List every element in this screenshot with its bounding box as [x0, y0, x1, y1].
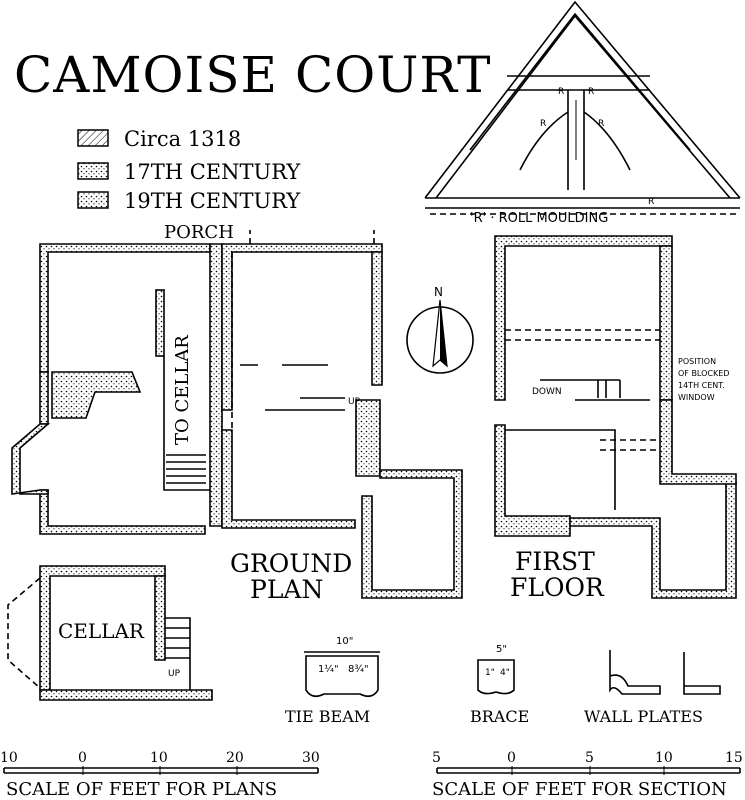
to-cellar-label: TO CELLAR — [172, 335, 193, 445]
ground-plan-title-1: GROUND — [230, 549, 352, 578]
north-label: N — [434, 285, 443, 299]
tie-beam-part-2: 8¾" — [348, 664, 369, 675]
first-floor-title-1: FIRST — [515, 547, 595, 576]
roof-mark-r4: R — [598, 119, 604, 129]
scale-bar-section: 5 0 5 10 15 SCALE OF FEET FOR SECTION — [432, 750, 743, 800]
scale-bar-plans: 10 0 10 20 30 SCALE OF FEET FOR PLANS — [0, 750, 320, 800]
brace-label: BRACE — [470, 707, 529, 726]
window-note-line-4: WINDOW — [678, 393, 715, 402]
legend-swatch-circa — [77, 129, 109, 147]
roof-mark-r2: R — [588, 87, 594, 97]
tie-beam-part-1: 1¼" — [318, 663, 339, 675]
plans-scale-tick-3: 10 — [150, 750, 168, 766]
window-note: POSITION OF BLOCKED 14TH CENT. WINDOW — [678, 357, 729, 402]
first-floor-title-2: FLOOR — [510, 573, 605, 602]
window-note-line-2: OF BLOCKED — [678, 369, 729, 378]
roof-mark-r1: R — [558, 87, 564, 97]
section-scale-tick-1: 5 — [432, 750, 441, 766]
roof-truss-section: R R R R R 'R' · ROLL MOULDING — [424, 0, 741, 226]
cellar-up-label: UP — [168, 669, 181, 679]
roof-mark-r5: R — [648, 197, 654, 207]
tie-beam-width: 10" — [336, 636, 353, 647]
section-scale-label: SCALE OF FEET FOR SECTION — [432, 779, 727, 800]
brace-width: 5" — [496, 644, 507, 655]
legend-swatch-17th — [77, 162, 109, 180]
plans-scale-label: SCALE OF FEET FOR PLANS — [6, 779, 277, 800]
brace-part-2: 4" — [500, 668, 510, 678]
wall-plates-label: WALL PLATES — [584, 707, 703, 726]
first-floor-plan: DOWN POSITION OF BLOCKED 14TH CENT. WIND… — [494, 235, 737, 602]
section-scale-tick-2: 0 — [507, 750, 516, 766]
cellar-plan: CELLAR UP — [7, 565, 213, 701]
legend-label-17th: 17TH CENTURY — [124, 160, 301, 184]
legend: Circa 1318 17TH CENTURY 19TH CENTURY — [77, 127, 301, 213]
roof-mark-r3: R — [540, 119, 546, 129]
stair-up-label: UP — [348, 397, 361, 407]
legend-label-circa: Circa 1318 — [124, 127, 241, 151]
legend-label-19th: 19TH CENTURY — [124, 189, 301, 213]
cellar-label: CELLAR — [58, 619, 145, 643]
section-scale-tick-3: 5 — [585, 750, 594, 766]
wall-plate-2 — [683, 652, 721, 695]
window-note-line-1: POSITION — [678, 357, 716, 366]
brace-part-1: 1" — [485, 668, 495, 678]
roof-caption: 'R' · ROLL MOULDING — [470, 211, 608, 226]
plans-scale-tick-1: 10 — [0, 750, 18, 766]
plans-scale-tick-2: 0 — [78, 750, 87, 766]
window-note-line-3: 14TH CENT. — [678, 381, 725, 390]
ground-plan: TO CELLAR UP GROUND PLAN — [11, 230, 463, 604]
tie-beam-label: TIE BEAM — [285, 707, 370, 726]
wall-plate-1 — [609, 650, 661, 695]
north-arrow: N — [406, 285, 474, 374]
legend-swatch-19th — [77, 191, 109, 209]
page-title: CAMOISE COURT — [14, 46, 491, 104]
porch-label: PORCH — [164, 222, 234, 243]
stair-down-label: DOWN — [532, 387, 562, 397]
ground-plan-title-2: PLAN — [250, 575, 323, 604]
plans-scale-tick-5: 30 — [302, 750, 320, 766]
section-scale-tick-5: 15 — [725, 750, 743, 766]
section-details: 10" 1¼" 8¾" TIE BEAM 5" 1" 4" BRACE WALL… — [285, 636, 721, 726]
plans-scale-tick-4: 20 — [226, 750, 244, 766]
section-scale-tick-4: 10 — [655, 750, 673, 766]
